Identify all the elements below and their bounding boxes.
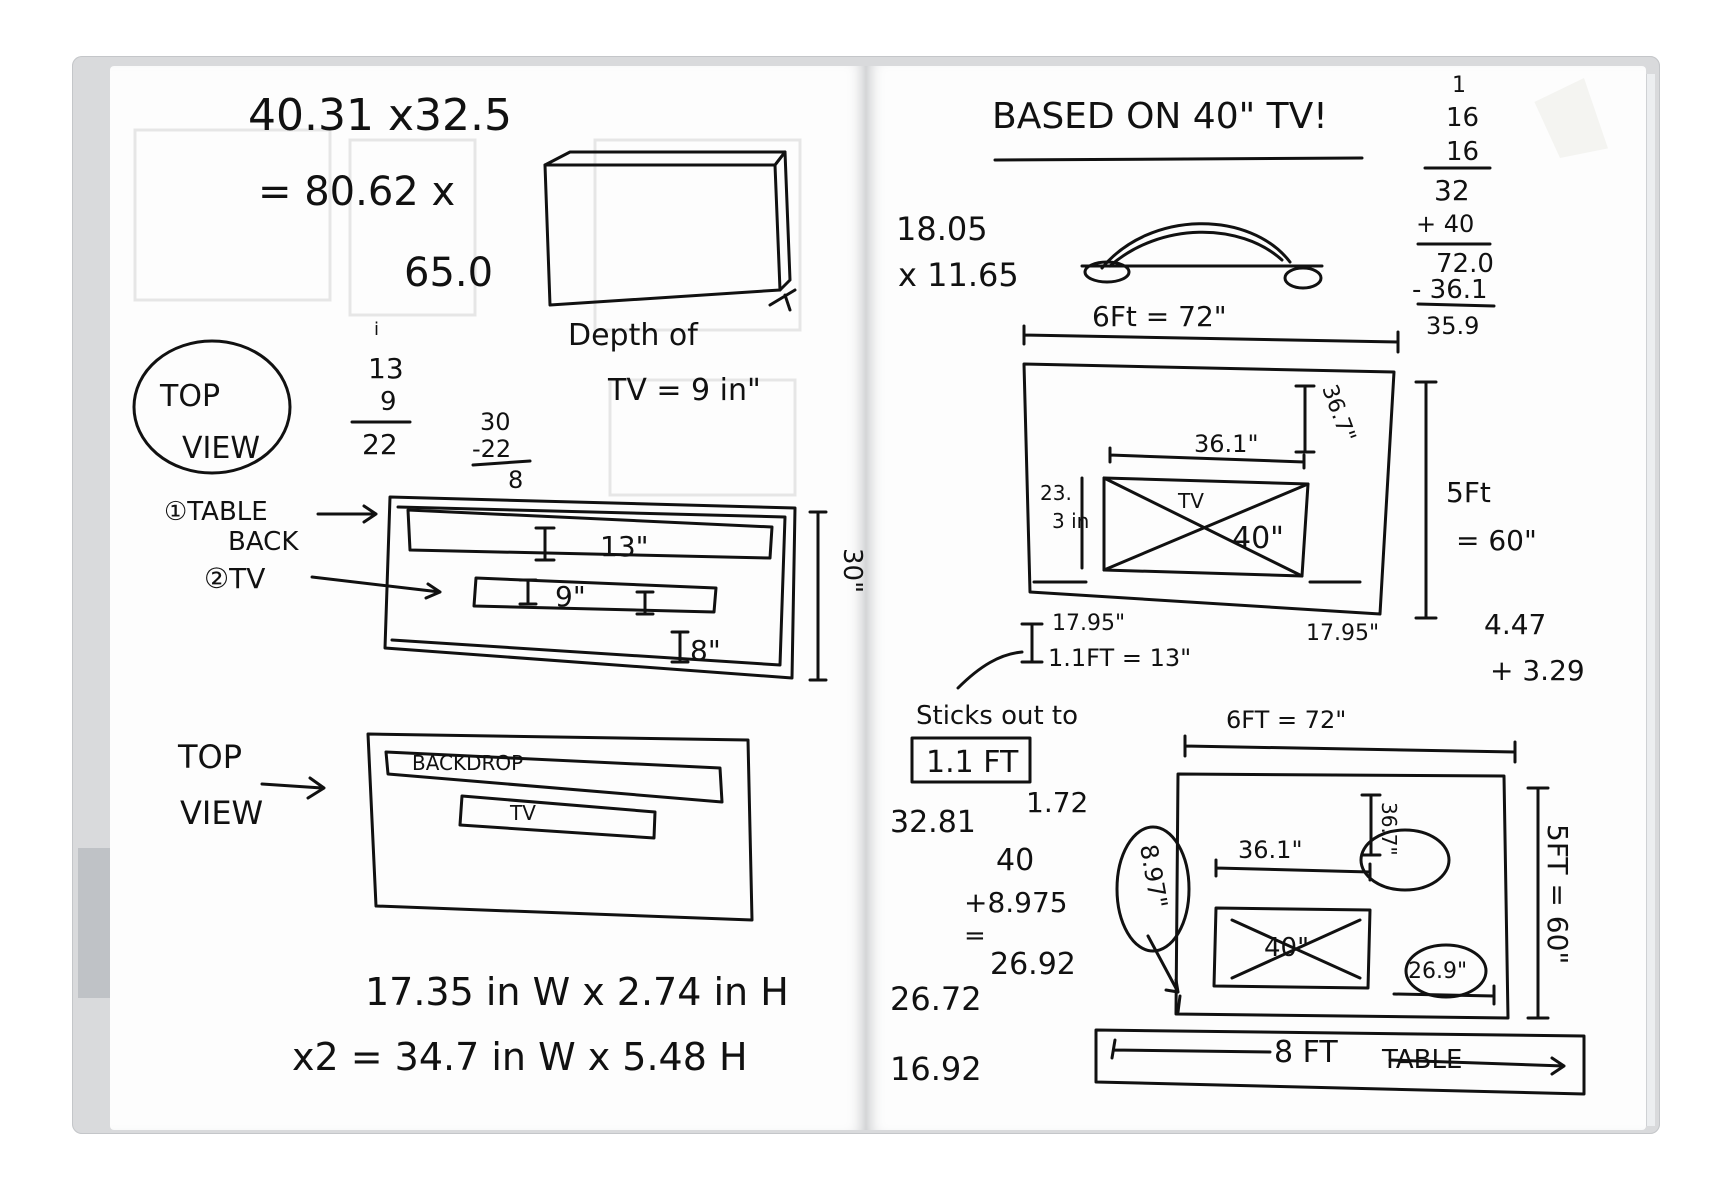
left-gap: 17.95": [1052, 611, 1125, 636]
sticks-out-label: Sticks out to: [916, 701, 1078, 731]
sum-b: 9: [380, 387, 397, 417]
mid-calc-f: 26.92: [990, 947, 1076, 982]
stand-arrow: [956, 650, 1024, 690]
bottom-height-label: 5FT = 60": [1541, 824, 1574, 964]
right-heading: BASED ON 40" TV!: [992, 96, 1328, 137]
table-size-label: 8 FT: [1274, 1035, 1338, 1070]
bottom-width-label: 6FT = 72": [1226, 706, 1346, 734]
table-word-label: TABLE: [1381, 1045, 1462, 1075]
top-height-label-1: 5Ft: [1446, 476, 1491, 509]
bottom-right-calc-2: 16.92: [890, 1050, 982, 1088]
room-diagram-bottom: [1094, 734, 1586, 1096]
col-d: + 40: [1416, 210, 1474, 238]
legend-item-2: ②TV: [204, 562, 265, 595]
dim-tv: 9": [555, 580, 586, 613]
top-view-diagram-1: [383, 495, 828, 682]
top-view-diagram-2: [366, 732, 754, 922]
top-tv-height: 36.7": [1316, 382, 1360, 446]
diff-b: -22: [472, 435, 511, 463]
top-view-2-label-2: VIEW: [180, 794, 263, 832]
top-view-2-label-1: TOP: [177, 738, 242, 776]
bottom-tv-width: 36.1": [1238, 836, 1302, 864]
col-g: 35.9: [1426, 312, 1479, 340]
right-gap: 17.95": [1306, 621, 1379, 646]
bottom-tv-height: 36.7": [1377, 802, 1401, 856]
top-tv-size: 40": [1232, 521, 1284, 556]
legend-item-1: ①TABLE: [164, 497, 268, 527]
top-view-label-2: VIEW: [182, 431, 260, 466]
arrow-table: [316, 504, 378, 524]
calc-line-2: = 80.62 x: [258, 169, 455, 215]
col-f: - 36.1: [1412, 275, 1488, 305]
top-view-label-1: TOP: [159, 379, 220, 414]
top-view-circle: [132, 339, 292, 475]
stand-label: 1.1FT = 13": [1048, 644, 1191, 672]
sum-c: 22: [362, 428, 398, 461]
bottom-right-calc-1: 26.72: [890, 980, 982, 1018]
arrow-top-view-2: [260, 776, 326, 800]
calc-line-3: 65.0: [404, 250, 493, 296]
right-calc-1: 4.47: [1484, 608, 1546, 641]
bottom-calc-1: 17.35 in W x 2.74 in H: [365, 970, 789, 1014]
boxed-label: 1.1 FT: [926, 745, 1019, 780]
mid-calc-e: =: [964, 921, 986, 951]
left-calc-2: x 11.65: [898, 256, 1019, 294]
col-a: 16: [1446, 103, 1479, 133]
left-page: [110, 66, 866, 1130]
ghost-sketches: [133, 128, 802, 497]
stand-height-mark: [1020, 622, 1044, 664]
dim-table: 13": [600, 530, 649, 563]
mid-calc-a: 32.81: [890, 805, 976, 840]
mid-calc-d: +8.975: [964, 886, 1068, 919]
depth-value: TV = 9 in": [607, 373, 761, 408]
top-tv-width: 36.1": [1194, 430, 1258, 458]
dim-gap: 8": [690, 634, 721, 667]
cover-tab: [78, 848, 112, 998]
circled-left-measure: 8.97": [1134, 842, 1173, 910]
diff-line: [471, 459, 532, 467]
sum-a: 13: [368, 352, 404, 385]
col-tick: 1: [1452, 73, 1466, 98]
top-tv-label: TV: [1177, 489, 1204, 513]
page-edge: [1646, 74, 1655, 1126]
diff-c: 8: [508, 466, 523, 494]
mid-calc-c: 40: [996, 843, 1034, 878]
mid-calc-b: 1.72: [1026, 786, 1088, 819]
column-math-lines: [1416, 166, 1496, 308]
legend-item-1b: BACK: [228, 527, 299, 557]
depth-label: Depth of: [568, 318, 699, 353]
tv-label-2: TV: [509, 801, 536, 825]
side-height-2: 3 in: [1052, 509, 1089, 533]
circled-right-measure: 26.9": [1408, 959, 1467, 984]
room-diagram-top: [1022, 324, 1438, 620]
side-height-1: 23.: [1040, 481, 1072, 505]
left-calc-1: 18.05: [896, 210, 988, 248]
sum-tick: i: [374, 319, 379, 340]
arrow-tv: [310, 575, 442, 600]
top-height-label-2: = 60": [1456, 524, 1537, 557]
bottom-tv-size: 40": [1264, 933, 1309, 963]
tv-box-sketch: [543, 150, 797, 312]
backdrop-label: BACKDROP: [412, 751, 523, 775]
tv-stand-sketch: [1080, 222, 1324, 290]
diff-a: 30: [480, 408, 511, 436]
col-c: 32: [1434, 174, 1470, 207]
right-calc-2: + 3.29: [1490, 654, 1585, 687]
calc-line-1: 40.31 x32.5: [248, 90, 512, 141]
dim-side: 30": [837, 548, 867, 593]
bottom-calc-2: x2 = 34.7 in W x 5.48 H: [292, 1035, 748, 1079]
boxed-measure: [910, 736, 1032, 784]
col-e: 72.0: [1436, 249, 1494, 279]
top-width-label: 6Ft = 72": [1092, 300, 1227, 333]
col-b: 16: [1446, 137, 1479, 167]
heading-underline: [993, 156, 1364, 162]
